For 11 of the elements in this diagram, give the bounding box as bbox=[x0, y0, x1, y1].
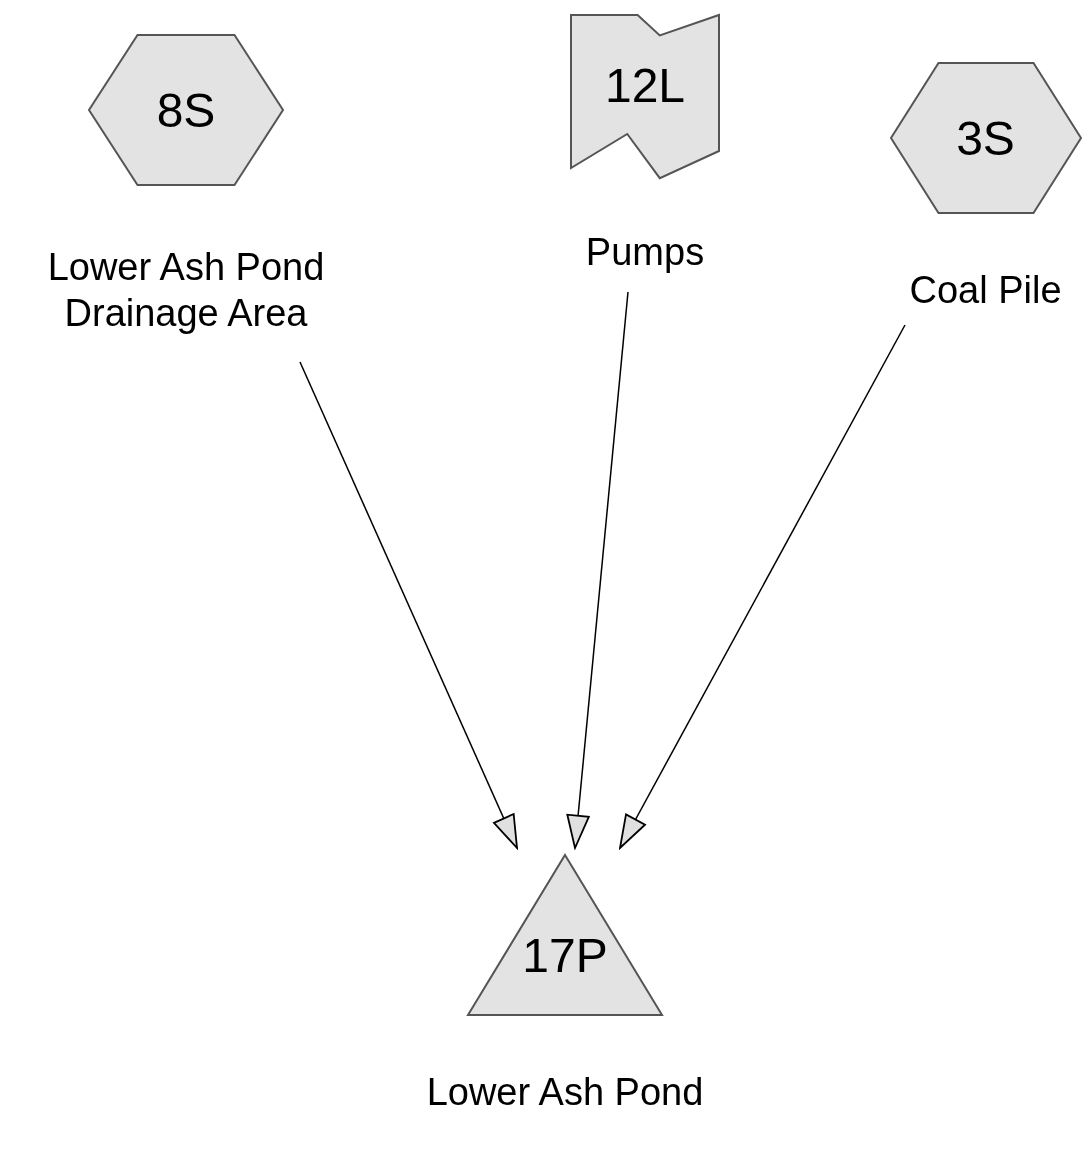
node-label: 3S bbox=[956, 110, 1015, 166]
node-caption: Lower Ash Pond Drainage Area bbox=[46, 245, 326, 336]
node-caption: Pumps bbox=[585, 230, 705, 275]
arrow bbox=[299, 361, 518, 849]
node-label: 8S bbox=[156, 82, 216, 138]
arrow bbox=[566, 291, 629, 849]
node-caption: Lower Ash Pond bbox=[426, 1070, 704, 1115]
arrow bbox=[619, 324, 906, 849]
node-label: 17P bbox=[522, 927, 608, 983]
node-label: 12L bbox=[604, 57, 686, 113]
node-caption: Coal Pile bbox=[909, 268, 1062, 313]
